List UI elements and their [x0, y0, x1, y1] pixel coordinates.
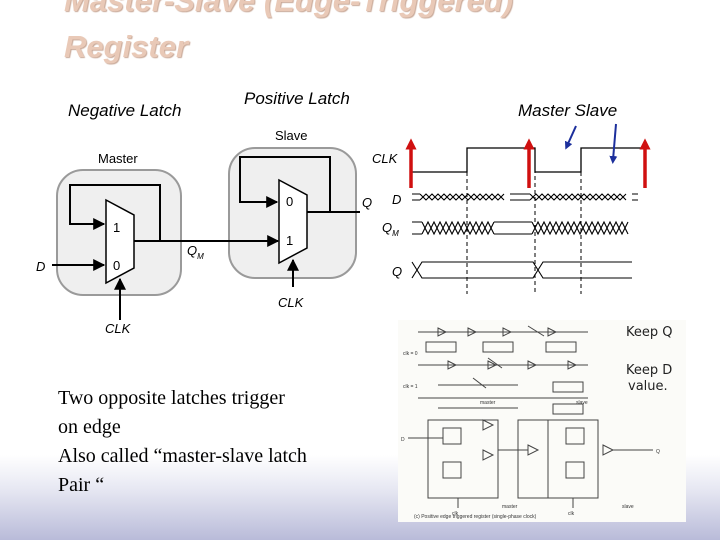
- title-line-2: Register: [64, 29, 189, 64]
- slave-feedback-wire: [239, 156, 331, 212]
- clk-waveform: [412, 147, 642, 173]
- timing-qm-label: QM: [382, 220, 399, 238]
- blue-slave-arrow: [609, 123, 618, 164]
- d-waveform: [412, 193, 638, 201]
- scan-background: [398, 320, 686, 522]
- scan-master-bottom: master: [502, 504, 518, 510]
- scan-slave: slave: [576, 400, 588, 406]
- qm-label: QM: [187, 243, 204, 261]
- title-line-1: Master-Slave (Edge-Triggered): [64, 0, 514, 18]
- handwritten-keep-q: Keep Q: [626, 325, 673, 340]
- scan-clk0: clk = 0: [403, 351, 418, 357]
- blue-master-arrow: [564, 125, 577, 150]
- slave-in1: 1: [286, 233, 293, 248]
- scan-circuit: [408, 325, 653, 508]
- master-slave-label: Master Slave: [518, 101, 618, 120]
- slave-mux: [278, 178, 308, 265]
- slide-title: Master-Slave (Edge-Triggered) Register: [64, 0, 513, 70]
- master-label: Master: [98, 151, 138, 166]
- body-line-4: Pair “: [58, 474, 105, 496]
- master-in0: 0: [113, 258, 120, 273]
- master-feedback-wire: [69, 184, 161, 241]
- d-input-label: D: [36, 259, 45, 274]
- scan-slave-bottom: slave: [622, 504, 634, 510]
- scan-master: master: [480, 400, 496, 406]
- scan-clk-label-1: clk: [452, 511, 459, 517]
- scan-clk-label-2: clk: [568, 511, 575, 517]
- slave-in0: 0: [286, 194, 293, 209]
- body-line-3: Also called “master-slave latch: [58, 445, 307, 467]
- body-line-1: Two opposite latches trigger: [58, 387, 285, 409]
- body-text: Two opposite latches trigger on edge Als…: [58, 384, 388, 500]
- handwritten-value: value.: [628, 379, 668, 394]
- timing-q-label: Q: [392, 264, 402, 279]
- scanned-register-figure: clk = 0 clk = 1 master slave clk clk mas…: [398, 320, 686, 522]
- scan-clk1: clk = 1: [403, 384, 418, 390]
- master-slave-schematic: Master Slave 1 0 D CLK QM 0 1 Q CLK: [36, 128, 372, 336]
- slave-clk-label: CLK: [278, 295, 305, 310]
- q-output-label: Q: [362, 195, 372, 210]
- master-in1: 1: [113, 220, 120, 235]
- scan-d-label: D: [401, 437, 405, 443]
- slave-label: Slave: [275, 128, 308, 143]
- scan-q-label: Q: [656, 449, 660, 455]
- qm-waveform: [412, 220, 629, 236]
- edge-guides: [466, 148, 582, 294]
- timing-d-label: D: [392, 192, 401, 207]
- negative-latch-label: Negative Latch: [68, 101, 182, 120]
- positive-latch-label: Positive Latch: [244, 89, 350, 108]
- q-waveform: [411, 261, 632, 279]
- timing-diagram: CLK D QM Q: [372, 123, 651, 294]
- handwritten-keep-d: Keep D: [626, 363, 672, 378]
- master-mux: [105, 198, 135, 285]
- master-clk-label: CLK: [105, 321, 132, 336]
- timing-clk-label: CLK: [372, 151, 399, 166]
- scan-caption: (c) Positive edge triggered register (si…: [414, 514, 537, 520]
- body-line-2: on edge: [58, 416, 121, 438]
